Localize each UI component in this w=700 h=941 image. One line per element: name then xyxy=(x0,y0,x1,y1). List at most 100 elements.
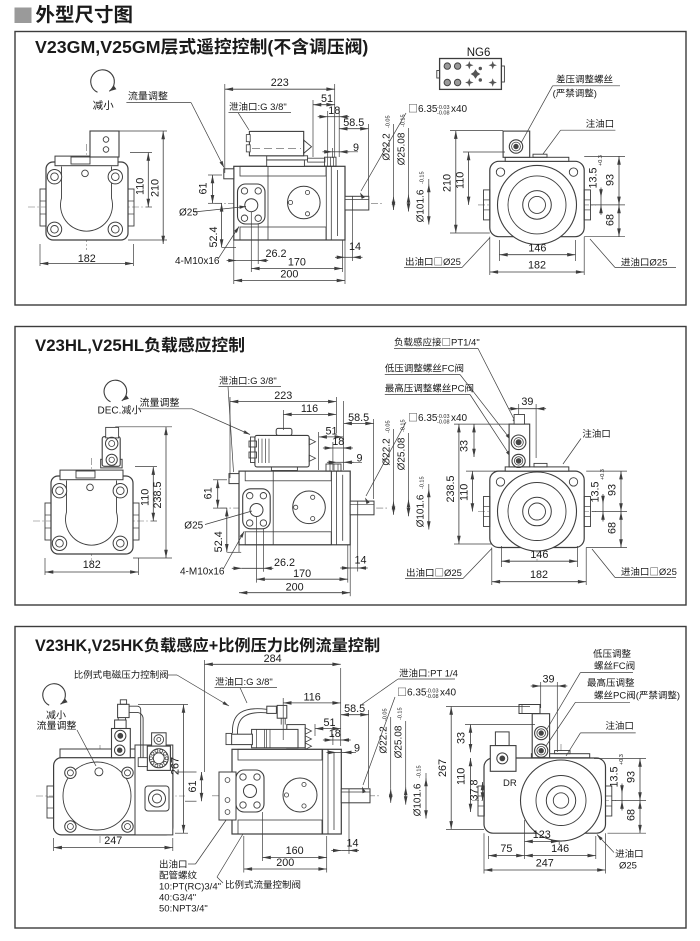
svg-text:Ø101.6: Ø101.6 xyxy=(416,494,427,527)
svg-text:Ø22.2: Ø22.2 xyxy=(381,438,392,466)
svg-text:110: 110 xyxy=(454,172,466,189)
svg-text:39: 39 xyxy=(521,396,533,408)
svg-text:26.2: 26.2 xyxy=(274,557,295,569)
svg-text:V23HL,V25HL: V23HL,V25HL xyxy=(35,336,144,355)
svg-text::G 3/8": :G 3/8" xyxy=(248,376,277,387)
svg-text:14: 14 xyxy=(347,838,359,850)
svg-text::G 3/8": :G 3/8" xyxy=(244,677,273,688)
svg-text:-0.03: -0.03 xyxy=(437,105,450,111)
svg-text:52.4: 52.4 xyxy=(208,226,220,247)
svg-text:182: 182 xyxy=(530,569,548,581)
svg-text:-0.15: -0.15 xyxy=(398,707,404,720)
svg-text:Ø25.08: Ø25.08 xyxy=(396,132,407,165)
svg-text:68: 68 xyxy=(607,522,619,534)
svg-text:110: 110 xyxy=(140,489,152,506)
svg-text:Ø25: Ø25 xyxy=(444,568,462,579)
svg-text:61: 61 xyxy=(198,182,210,194)
svg-text:18: 18 xyxy=(328,105,340,117)
svg-text:9: 9 xyxy=(354,742,360,754)
svg-text:37.8: 37.8 xyxy=(469,779,481,800)
svg-text:4-M10x16: 4-M10x16 xyxy=(175,256,220,267)
svg-text:170: 170 xyxy=(288,257,306,269)
svg-text:284: 284 xyxy=(264,653,282,665)
svg-text:Ø101.6: Ø101.6 xyxy=(416,189,427,222)
svg-text:14: 14 xyxy=(349,241,361,253)
svg-text:200: 200 xyxy=(276,857,294,869)
svg-text:238.5: 238.5 xyxy=(445,475,457,502)
svg-text:123: 123 xyxy=(533,829,551,841)
svg-text:75: 75 xyxy=(500,843,512,855)
svg-text:210: 210 xyxy=(442,174,454,192)
svg-text:110: 110 xyxy=(135,178,147,195)
svg-text:(: ( xyxy=(267,37,273,57)
svg-text::G 3/8": :G 3/8" xyxy=(258,102,287,113)
svg-text:-0.08: -0.08 xyxy=(426,694,439,700)
svg-text:58.5: 58.5 xyxy=(348,412,369,424)
svg-text:51: 51 xyxy=(326,425,338,437)
svg-text:18: 18 xyxy=(329,728,341,740)
svg-text:Ø25: Ø25 xyxy=(179,208,198,219)
svg-text:DEC.: DEC. xyxy=(98,406,122,417)
svg-text:+0.3: +0.3 xyxy=(619,754,625,765)
svg-text:33: 33 xyxy=(459,440,471,452)
svg-text:267: 267 xyxy=(170,757,182,775)
svg-text:9: 9 xyxy=(353,142,359,154)
svg-text:9: 9 xyxy=(357,452,363,464)
svg-text:+: + xyxy=(209,637,218,655)
svg-text:200: 200 xyxy=(280,269,298,281)
svg-text:-0.08: -0.08 xyxy=(437,111,450,117)
svg-text:170: 170 xyxy=(293,568,311,580)
svg-text:x40: x40 xyxy=(440,688,457,699)
svg-text:6.35: 6.35 xyxy=(407,688,427,699)
svg-text:Ø25.08: Ø25.08 xyxy=(394,725,405,758)
svg-text:Ø25: Ø25 xyxy=(659,567,677,578)
svg-text:+0.3: +0.3 xyxy=(598,155,604,166)
svg-text:51: 51 xyxy=(324,717,336,729)
svg-text:Ø25.08: Ø25.08 xyxy=(396,437,407,470)
svg-text:Ø25: Ø25 xyxy=(443,257,461,268)
svg-text:40:G3/4": 40:G3/4" xyxy=(159,893,196,904)
svg-text:247: 247 xyxy=(536,858,554,870)
svg-text:DR: DR xyxy=(503,778,517,789)
svg-text:68: 68 xyxy=(605,214,617,226)
svg-text:NG6: NG6 xyxy=(467,47,491,59)
svg-text:223: 223 xyxy=(274,390,292,402)
svg-text:x40: x40 xyxy=(451,104,468,115)
svg-text:58.5: 58.5 xyxy=(344,703,365,715)
svg-text:10:PT(RC)3/4": 10:PT(RC)3/4" xyxy=(159,882,221,893)
svg-text:6.35: 6.35 xyxy=(418,413,438,424)
svg-text:-0.03: -0.03 xyxy=(426,689,439,695)
svg-text:PT1/4": PT1/4" xyxy=(451,338,480,349)
svg-text:14: 14 xyxy=(355,555,367,567)
svg-text:116: 116 xyxy=(304,691,321,703)
svg-text:110: 110 xyxy=(456,768,468,785)
svg-text:FC: FC xyxy=(442,364,455,375)
svg-text:+0.3: +0.3 xyxy=(600,469,606,480)
svg-text:-0.03: -0.03 xyxy=(437,414,450,420)
svg-text:238.5: 238.5 xyxy=(152,481,164,508)
svg-text:13.5: 13.5 xyxy=(588,167,600,188)
svg-text:Ø25: Ø25 xyxy=(649,258,667,269)
svg-text:51: 51 xyxy=(321,93,333,105)
svg-text:-0.15: -0.15 xyxy=(400,114,406,127)
svg-text:267: 267 xyxy=(437,759,449,777)
svg-text:FC: FC xyxy=(613,661,626,672)
svg-text:182: 182 xyxy=(528,260,546,272)
svg-text:182: 182 xyxy=(83,559,101,571)
svg-text:146: 146 xyxy=(530,549,548,561)
svg-text:13.5: 13.5 xyxy=(590,481,602,502)
svg-text:61: 61 xyxy=(203,487,215,499)
svg-text:110: 110 xyxy=(458,484,470,501)
svg-text:Ø25: Ø25 xyxy=(184,520,203,531)
svg-text:Ø25: Ø25 xyxy=(619,861,637,872)
svg-text:50:NPT3/4": 50:NPT3/4" xyxy=(159,904,208,915)
svg-text:116: 116 xyxy=(301,403,318,415)
svg-text:-0.15: -0.15 xyxy=(420,171,426,184)
svg-text:182: 182 xyxy=(78,253,96,265)
svg-text:-0.15: -0.15 xyxy=(400,419,406,432)
svg-text:93: 93 xyxy=(605,174,617,186)
svg-text:(: ( xyxy=(636,691,640,702)
svg-text:39: 39 xyxy=(543,674,555,686)
svg-text:58.5: 58.5 xyxy=(343,117,364,129)
svg-text:210: 210 xyxy=(150,179,162,197)
